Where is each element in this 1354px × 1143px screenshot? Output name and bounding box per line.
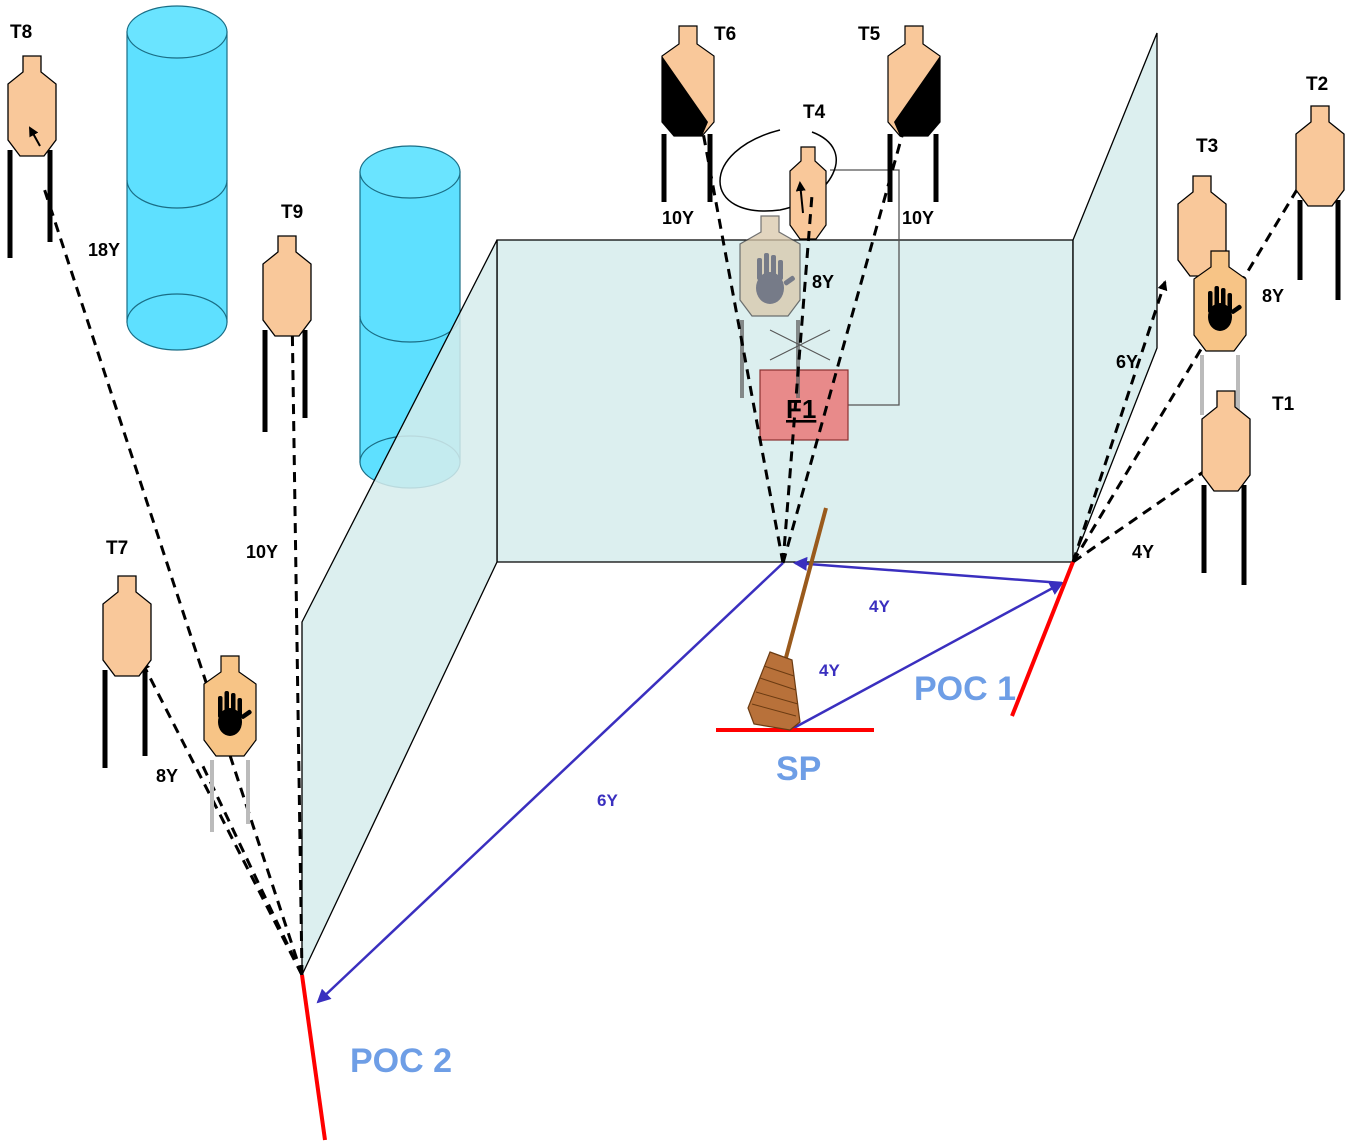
label-t5: T5 xyxy=(858,24,881,45)
no-shoot-target-left xyxy=(203,655,257,832)
label-t6: T6 xyxy=(714,24,736,45)
poc2-label: POC 2 xyxy=(350,1042,452,1080)
distance-t1: 4Y xyxy=(1132,542,1154,562)
target-t9 xyxy=(262,235,312,432)
target-t7 xyxy=(102,575,152,768)
poc2-fault-line xyxy=(300,974,327,1141)
distance-t6: 10Y xyxy=(662,208,694,228)
distance-t8: 18Y xyxy=(88,240,120,260)
hand-icon xyxy=(1208,286,1242,331)
barrel-stack-left xyxy=(126,5,228,351)
target-t5 xyxy=(887,25,941,202)
broom-icon xyxy=(747,507,828,731)
label-t3: T3 xyxy=(1196,136,1218,157)
lanes-poc2 xyxy=(41,184,304,976)
distance-t9: 10Y xyxy=(246,542,278,562)
distance-sp-to-poc1: 4Y xyxy=(819,661,840,680)
fault-lines xyxy=(300,561,1075,1141)
distance-t5: 10Y xyxy=(902,208,934,228)
target-t8 xyxy=(7,55,57,258)
label-t7: T7 xyxy=(106,538,128,559)
hand-icon xyxy=(218,691,252,736)
distance-corner-to-poc1: 4Y xyxy=(869,597,890,616)
poc1-fault-line xyxy=(1010,561,1075,717)
sp-label: SP xyxy=(776,750,821,788)
movement-path xyxy=(316,556,1064,1004)
label-t2: T2 xyxy=(1306,74,1328,95)
label-t4: T4 xyxy=(803,102,826,123)
hand-icon xyxy=(756,253,795,304)
target-t4 xyxy=(789,146,827,240)
label-t1: T1 xyxy=(1272,394,1295,415)
target-t1 xyxy=(1201,390,1251,585)
target-t2 xyxy=(1295,105,1345,300)
label-t9: T9 xyxy=(281,202,303,223)
no-shoot-target-right xyxy=(1193,250,1247,415)
distance-corner-to-poc2: 6Y xyxy=(597,791,618,810)
lanes-poc1 xyxy=(1071,166,1312,564)
distance-t4: 8Y xyxy=(812,272,834,292)
distance-t2: 8Y xyxy=(1262,286,1284,306)
poc1-label: POC 1 xyxy=(914,670,1016,708)
target-t6 xyxy=(661,25,715,202)
distance-t7: 8Y xyxy=(156,766,178,786)
distance-t3: 6Y xyxy=(1116,352,1138,372)
label-t8: T8 xyxy=(10,22,32,43)
fault-line-label: F1 xyxy=(786,394,816,424)
